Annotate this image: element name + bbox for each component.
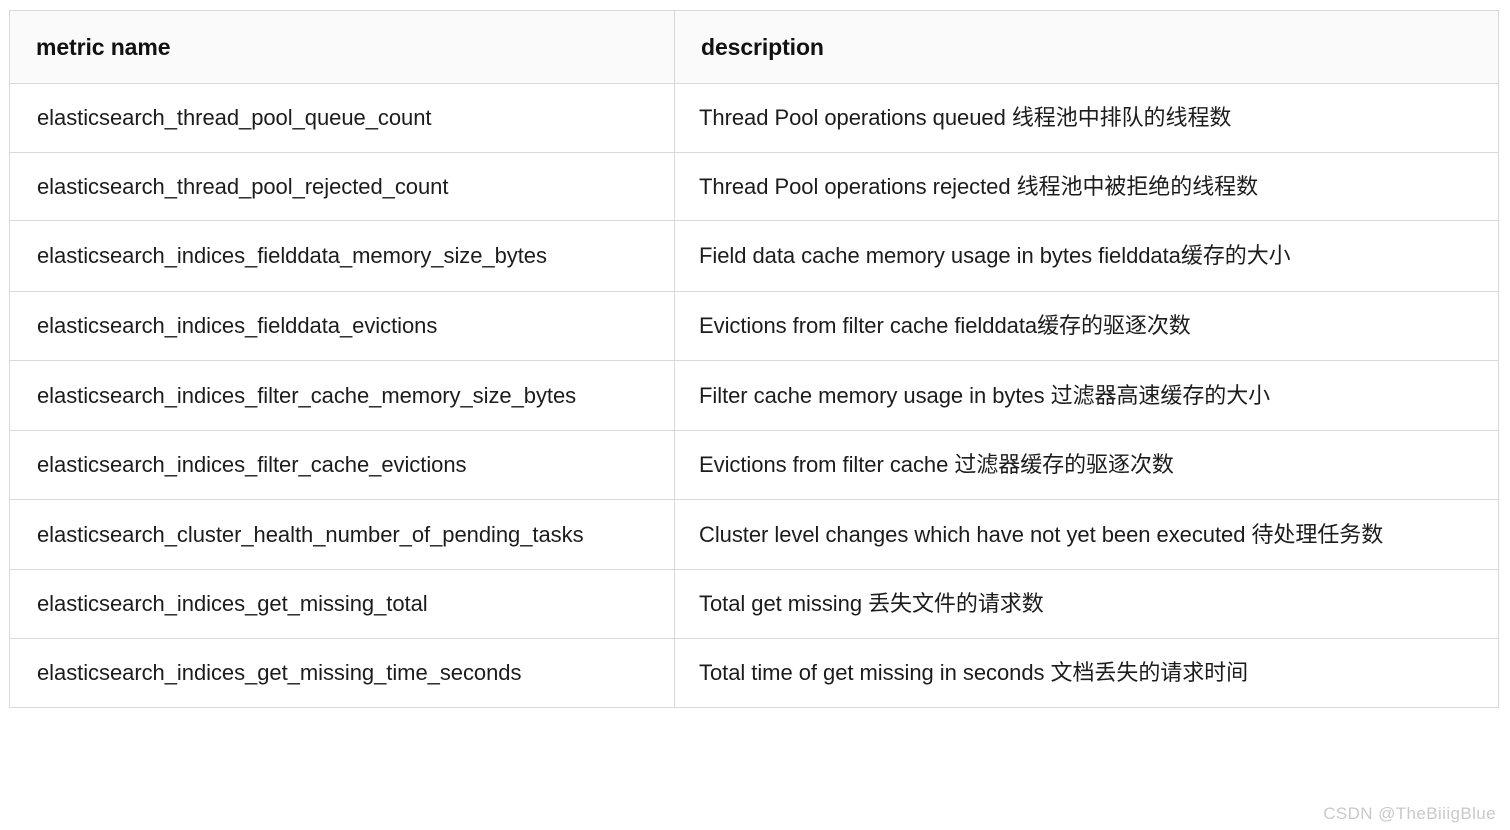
cell-description: Thread Pool operations queued 线程池中排队的线程数 [674,83,1499,153]
cell-description: Thread Pool operations rejected 线程池中被拒绝的… [674,151,1499,222]
cell-metric-name: elasticsearch_indices_fielddata_memory_s… [9,220,675,292]
metrics-table: metric name description elasticsearch_th… [9,9,1499,708]
cell-description: Evictions from filter cache 过滤器缓存的驱逐次数 [674,430,1499,500]
table-row: elasticsearch_indices_filter_cache_memor… [9,359,1499,432]
cell-metric-name: elasticsearch_indices_filter_cache_evict… [9,430,675,500]
cell-metric-name: elasticsearch_indices_fielddata_eviction… [9,290,675,361]
cell-metric-name: elasticsearch_indices_get_missing_time_s… [9,638,675,708]
table-header-row: metric name description [9,9,1499,85]
cell-metric-name: elasticsearch_cluster_health_number_of_p… [9,498,675,571]
csdn-watermark: CSDN @TheBiiigBlue [1323,804,1496,823]
column-header-metric-name: metric name [9,9,675,85]
cell-description: Total get missing 丢失文件的请求数 [674,569,1499,640]
table-row: elasticsearch_thread_pool_rejected_count… [9,151,1499,222]
cell-description: Field data cache memory usage in bytes f… [674,220,1499,292]
column-header-description: description [674,9,1499,85]
table-row: elasticsearch_indices_fielddata_memory_s… [9,220,1499,292]
table-row: elasticsearch_indices_fielddata_eviction… [9,290,1499,361]
cell-description: Evictions from filter cache fielddata缓存的… [674,290,1499,361]
cell-metric-name: elasticsearch_indices_get_missing_total [9,569,675,640]
cell-metric-name: elasticsearch_indices_filter_cache_memor… [9,359,675,432]
table-row: elasticsearch_cluster_health_number_of_p… [9,498,1499,571]
cell-description: Cluster level changes which have not yet… [674,498,1499,571]
table-row: elasticsearch_indices_get_missing_time_s… [9,638,1499,708]
cell-description: Total time of get missing in seconds 文档丢… [674,638,1499,708]
cell-metric-name: elasticsearch_thread_pool_queue_count [9,83,675,153]
cell-metric-name: elasticsearch_thread_pool_rejected_count [9,151,675,222]
table-header: metric name description [9,9,1499,85]
table-row: elasticsearch_indices_filter_cache_evict… [9,430,1499,500]
cell-description: Filter cache memory usage in bytes 过滤器高速… [674,359,1499,432]
